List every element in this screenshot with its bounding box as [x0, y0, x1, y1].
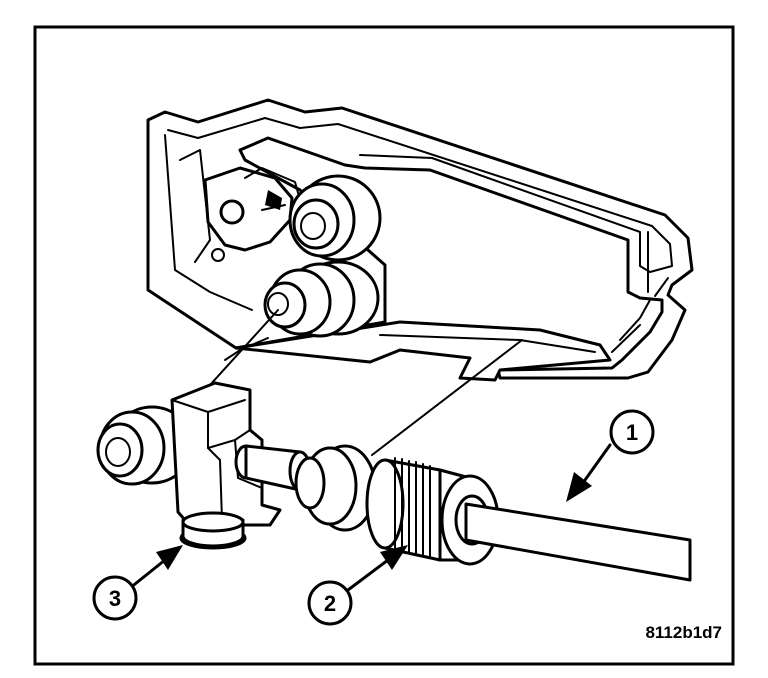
adjuster-block: [170, 381, 282, 550]
callout-1-label: 1: [626, 420, 638, 445]
callout-2: 2: [307, 545, 408, 626]
cam-lever: [203, 166, 301, 252]
cable-socket: [263, 260, 380, 338]
upper-roller: [288, 174, 382, 262]
figure-id-label: 8112b1d7: [645, 623, 722, 642]
knurl-pattern: [394, 457, 431, 558]
callout-3: 3: [92, 545, 183, 621]
callout-1: 1: [566, 409, 655, 502]
cable-assembly: [234, 444, 692, 582]
callout-2-label: 2: [324, 591, 336, 616]
leader-lines: [209, 309, 523, 456]
callout-3-label: 3: [109, 586, 121, 611]
